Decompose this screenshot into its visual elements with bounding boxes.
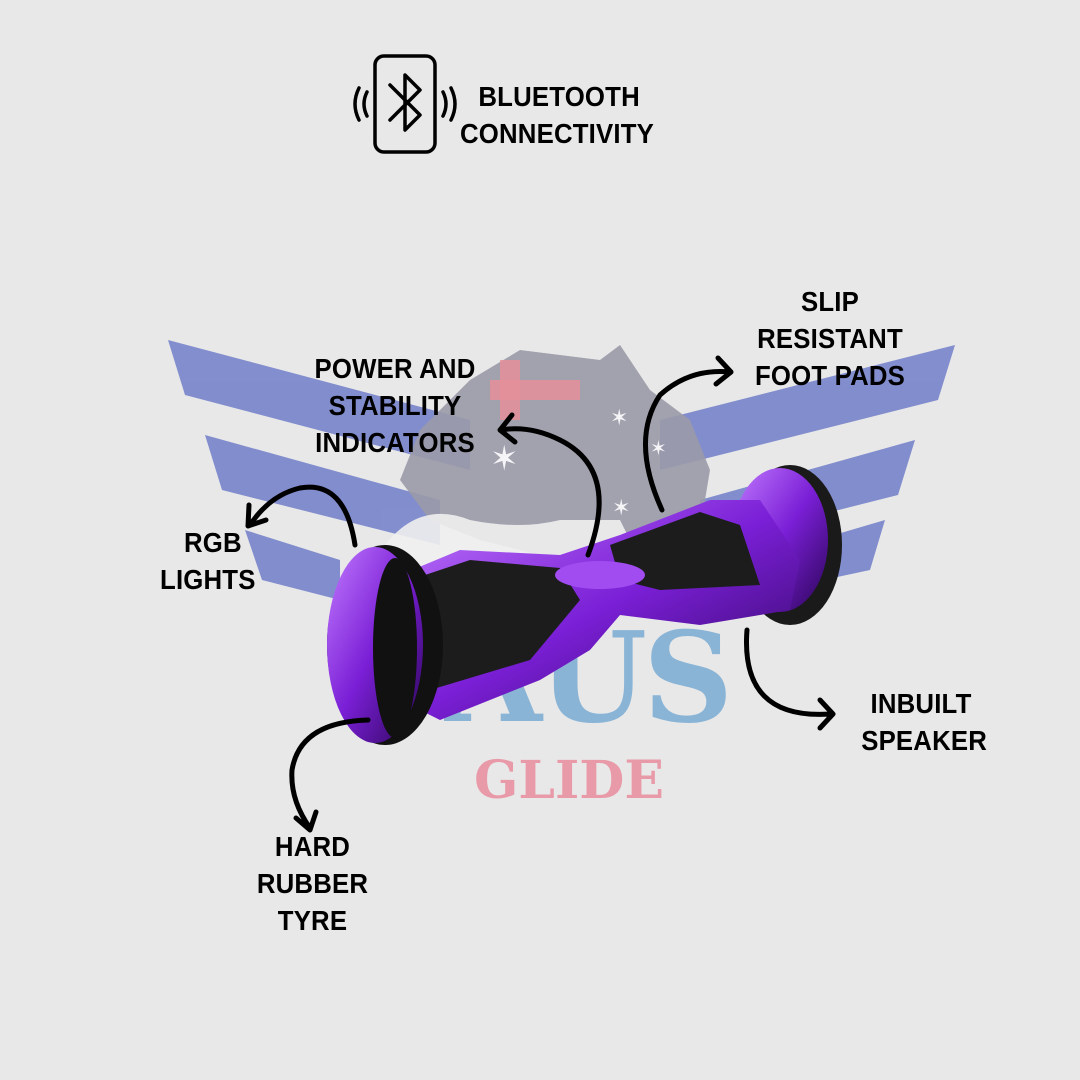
arrow-speaker: [743, 627, 836, 731]
hard-rubber-tyre-label: HARD RUBBER TYRE: [256, 831, 369, 936]
svg-text:✶: ✶: [610, 406, 628, 431]
arrow-tyre: [289, 717, 371, 833]
arrow-power: [497, 412, 602, 558]
arrow-slip: [643, 355, 734, 513]
inbuilt-speaker-label: INBUILT SPEAKER: [861, 688, 988, 756]
arrow-rgb: [245, 484, 358, 548]
rgb-lights-label: RGB LIGHTS: [160, 527, 256, 595]
svg-text:✶: ✶: [612, 496, 630, 521]
bluetooth-label: BLUETOOTH CONNECTIVITY: [460, 81, 654, 149]
slip-resistant-label: SLIP RESISTANT FOOT PADS: [754, 286, 906, 391]
watermark-glide: GLIDE: [474, 750, 665, 811]
svg-text:✶: ✶: [490, 439, 519, 479]
power-indicators-label: POWER AND STABILITY INDICATORS: [314, 353, 476, 458]
svg-text:✶: ✶: [650, 436, 667, 460]
